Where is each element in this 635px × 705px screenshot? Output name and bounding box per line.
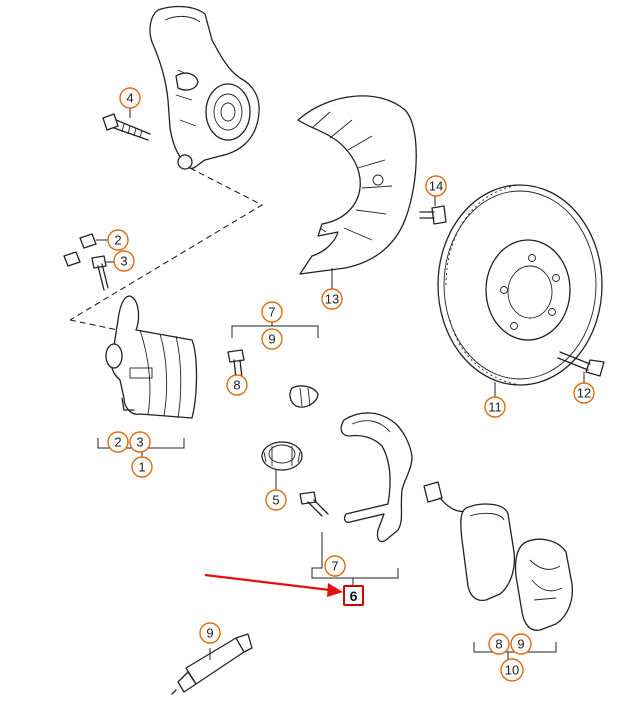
bolt-4 — [102, 113, 151, 141]
callout-10[interactable]: 10 — [500, 658, 524, 682]
wear-sensor — [423, 481, 471, 513]
callout-6-highlighted[interactable]: 6 — [343, 585, 364, 606]
callout-12[interactable]: 12 — [573, 382, 595, 404]
svg-text:11: 11 — [488, 400, 502, 415]
svg-text:4: 4 — [126, 91, 133, 106]
guide-pin — [299, 491, 329, 517]
bushing — [289, 385, 319, 408]
callout-14[interactable]: 14 — [425, 175, 447, 197]
callout-8-bottom[interactable]: 8 — [488, 633, 510, 655]
svg-text:7: 7 — [331, 559, 338, 574]
callout-3-bottom[interactable]: 3 — [129, 431, 151, 453]
screw-14 — [419, 205, 447, 225]
svg-text:2: 2 — [114, 233, 121, 248]
callout-4[interactable]: 4 — [119, 87, 141, 109]
callout-7-bottom[interactable]: 7 — [324, 555, 346, 577]
brake-pad-outer — [514, 538, 574, 631]
svg-text:3: 3 — [136, 435, 143, 450]
brake-caliper — [105, 295, 198, 419]
svg-text:3: 3 — [120, 254, 127, 269]
svg-text:10: 10 — [505, 663, 519, 678]
bleeder-3 — [91, 255, 116, 291]
callout-13[interactable]: 13 — [321, 288, 343, 310]
callout-11[interactable]: 11 — [484, 396, 506, 418]
callout-7-top[interactable]: 7 — [261, 301, 283, 323]
svg-text:9: 9 — [206, 626, 213, 641]
brake-disc — [437, 184, 603, 386]
callout-9-bottom[interactable]: 9 — [510, 633, 532, 655]
svg-text:14: 14 — [429, 179, 443, 194]
callout-2-top[interactable]: 2 — [107, 229, 129, 251]
svg-text:12: 12 — [577, 386, 591, 401]
grease-tube-9 — [171, 633, 253, 695]
callout-3-top[interactable]: 3 — [113, 250, 135, 272]
svg-text:2: 2 — [114, 435, 121, 450]
svg-text:7: 7 — [268, 305, 275, 320]
svg-text:8: 8 — [233, 378, 240, 393]
callout-9-top[interactable]: 9 — [261, 328, 283, 350]
splash-shield — [297, 95, 417, 275]
hub-cap-5 — [261, 441, 303, 471]
brake-pad-inner — [460, 503, 516, 602]
steering-knuckle — [149, 5, 260, 170]
screw-12 — [557, 351, 605, 377]
svg-text:1: 1 — [138, 460, 145, 475]
callout-8-top[interactable]: 8 — [226, 374, 248, 396]
svg-text:6: 6 — [350, 588, 358, 604]
callout-2-bottom[interactable]: 2 — [107, 431, 129, 453]
svg-text:9: 9 — [517, 637, 524, 652]
caliper-bracket-6 — [340, 412, 413, 543]
caps-2 — [63, 233, 108, 267]
callout-1[interactable]: 1 — [131, 456, 153, 478]
svg-text:8: 8 — [495, 637, 502, 652]
guide-bolt-8 — [227, 349, 245, 379]
callout-5[interactable]: 5 — [265, 489, 287, 511]
highlight-arrow — [204, 573, 343, 597]
svg-text:13: 13 — [325, 292, 339, 307]
svg-text:9: 9 — [268, 332, 275, 347]
callout-9-tube[interactable]: 9 — [199, 622, 221, 644]
svg-text:5: 5 — [272, 493, 279, 508]
